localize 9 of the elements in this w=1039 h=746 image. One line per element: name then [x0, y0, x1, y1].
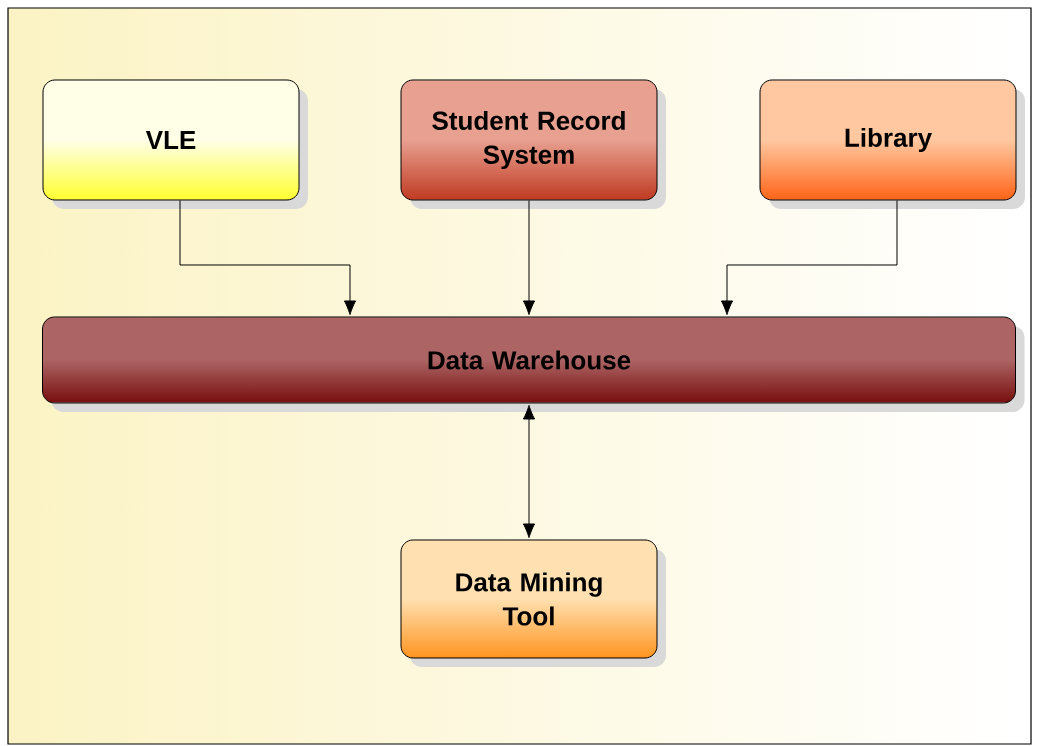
process-box: Student Record System	[400, 79, 666, 209]
process-box: Library	[759, 79, 1025, 209]
process-box: Data Mining Tool	[400, 539, 666, 667]
process-box: VLE	[42, 79, 308, 209]
arrow	[179, 200, 357, 316]
arrow	[522, 404, 536, 539]
process-box: Data Warehouse	[42, 316, 1025, 412]
arrow	[522, 200, 536, 316]
arrow	[720, 200, 898, 316]
